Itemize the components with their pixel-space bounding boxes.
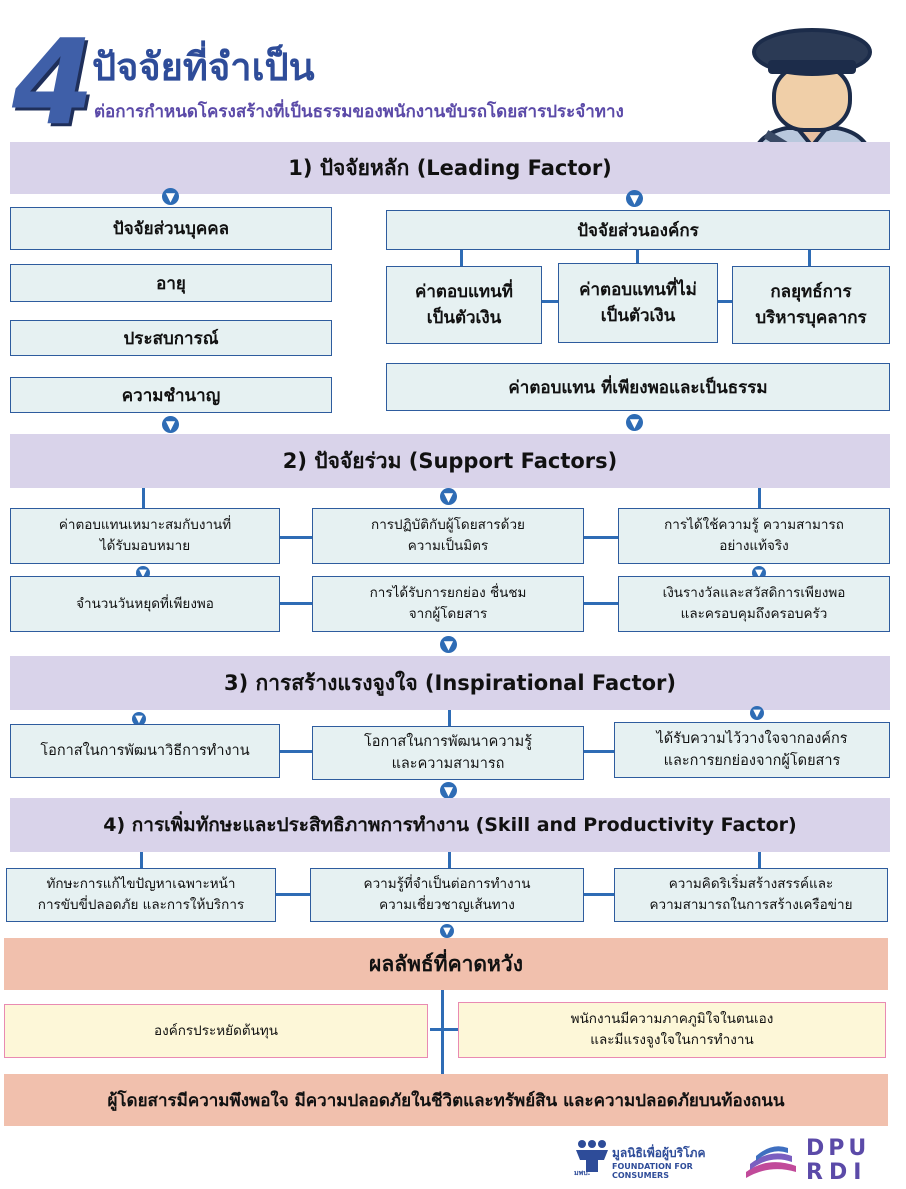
arrow-down-icon: ▼ xyxy=(440,782,457,799)
individual-item-age: อายุ xyxy=(10,264,332,302)
people-icon xyxy=(576,1140,608,1172)
results-header: ผลลัพธ์ที่คาดหวัง xyxy=(4,938,888,990)
org-item-hr-strategy: กลยุทธ์การ บริหารบุคลากร xyxy=(732,266,890,344)
skill-item-1: ทักษะการแก้ไขปัญหาเฉพาะหน้า การขับขี่ปลอ… xyxy=(6,868,276,922)
support-item-6: เงินรางวัลและสวัสดิการเพียงพอ และครอบคุม… xyxy=(618,576,890,632)
organization-factor-box: ปัจจัยส่วนองค์กร xyxy=(386,210,890,250)
connector-line xyxy=(280,750,312,753)
arrow-down-icon: ▼ xyxy=(440,924,454,938)
foundation-for-consumers-logo: มพบ. มูลนิธิเพื่อผู้บริโภค FOUNDATION FO… xyxy=(574,1138,714,1182)
connector-line xyxy=(584,602,618,605)
connector-line xyxy=(280,536,312,539)
arrow-down-icon: ▼ xyxy=(162,188,179,205)
support-item-1: ค่าตอบแทนเหมาะสมกับงานที่ ได้รับมอบหมาย xyxy=(10,508,280,564)
connector-line xyxy=(758,488,761,508)
connector-line xyxy=(542,300,558,303)
inspiration-item-1: โอกาสในการพัฒนาวิธีการทำงาน xyxy=(10,724,280,778)
inspiration-item-2: โอกาสในการพัฒนาความรู้ และความสามารถ xyxy=(312,726,584,780)
section3-header: 3) การสร้างแรงจูงใจ (Inspirational Facto… xyxy=(10,656,890,710)
arrow-down-icon: ▼ xyxy=(750,706,764,720)
page-subtitle: ต่อการกำหนดโครงสร้างที่เป็นธรรมของพนักงา… xyxy=(94,102,624,122)
org-item-nonmonetary: ค่าตอบแทนที่ไม่ เป็นตัวเงิน xyxy=(558,263,718,343)
connector-line xyxy=(584,893,614,896)
page-title: ปัจจัยที่จำเป็น xyxy=(92,45,315,89)
section2-header: 2) ปัจจัยร่วม (Support Factors) xyxy=(10,434,890,488)
number-four: 4 xyxy=(12,13,95,151)
section4-header: 4) การเพิ่มทักษะและประสิทธิภาพการทำงาน (… xyxy=(10,798,890,852)
arrow-down-icon: ▼ xyxy=(626,190,643,207)
final-result-banner: ผู้โดยสารมีความพึงพอใจ มีความปลอดภัยในชี… xyxy=(4,1074,888,1126)
support-item-2: การปฏิบัติกับผู้โดยสารด้วย ความเป็นมิตร xyxy=(312,508,584,564)
dpu-rdi-logo: DPU RDI xyxy=(742,1136,882,1185)
individual-item-expertise: ความชำนาญ xyxy=(10,377,332,413)
connector-line xyxy=(636,250,639,266)
connector-line xyxy=(142,488,145,508)
arrow-down-icon: ▼ xyxy=(162,416,179,433)
arrow-down-icon: ▼ xyxy=(440,488,457,505)
connector-line xyxy=(584,750,614,753)
connector-line xyxy=(758,852,761,868)
individual-factor-box: ปัจจัยส่วนบุคคล xyxy=(10,207,332,250)
support-item-5: การได้รับการยกย่อง ชื่นชม จากผู้โดยสาร xyxy=(312,576,584,632)
individual-item-experience: ประสบการณ์ xyxy=(10,320,332,356)
support-item-4: จำนวนวันหยุดที่เพียงพอ xyxy=(10,576,280,632)
connector-line xyxy=(448,710,451,726)
connector-line xyxy=(276,893,310,896)
connector-line xyxy=(140,852,143,868)
org-result-box: ค่าตอบแทน ที่เพียงพอและเป็นธรรม xyxy=(386,363,890,411)
skill-item-3: ความคิดริเริ่มสร้างสรรค์และ ความสามารถใน… xyxy=(614,868,888,922)
skill-item-2: ความรู้ที่จำเป็นต่อการทำงาน ความเชี่ยวชา… xyxy=(310,868,584,922)
connector-line xyxy=(460,250,463,266)
connector-line xyxy=(718,300,732,303)
connector-line xyxy=(448,852,451,868)
arrow-down-icon: ▼ xyxy=(132,712,146,726)
connector-line xyxy=(808,250,811,266)
support-item-3: การได้ใช้ความรู้ ความสามารถ อย่างแท้จริง xyxy=(618,508,890,564)
result-item-cost-saving: องค์กรประหยัดต้นทุน xyxy=(4,1004,428,1058)
connector-line xyxy=(441,990,444,1074)
connector-line xyxy=(430,1028,458,1031)
result-item-employee-pride: พนักงานมีความภาคภูมิใจในตนเอง และมีแรงจู… xyxy=(458,1002,886,1058)
arrow-down-icon: ▼ xyxy=(626,414,643,431)
connector-line xyxy=(584,536,618,539)
inspiration-item-3: ได้รับความไว้วางใจจากองค์กร และการยกย่อง… xyxy=(614,722,890,778)
connector-line xyxy=(280,602,312,605)
org-item-monetary: ค่าตอบแทนที่ เป็นตัวเงิน xyxy=(386,266,542,344)
book-icon xyxy=(746,1146,796,1178)
section1-header: 1) ปัจจัยหลัก (Leading Factor) xyxy=(10,142,890,194)
arrow-down-icon: ▼ xyxy=(440,636,457,653)
